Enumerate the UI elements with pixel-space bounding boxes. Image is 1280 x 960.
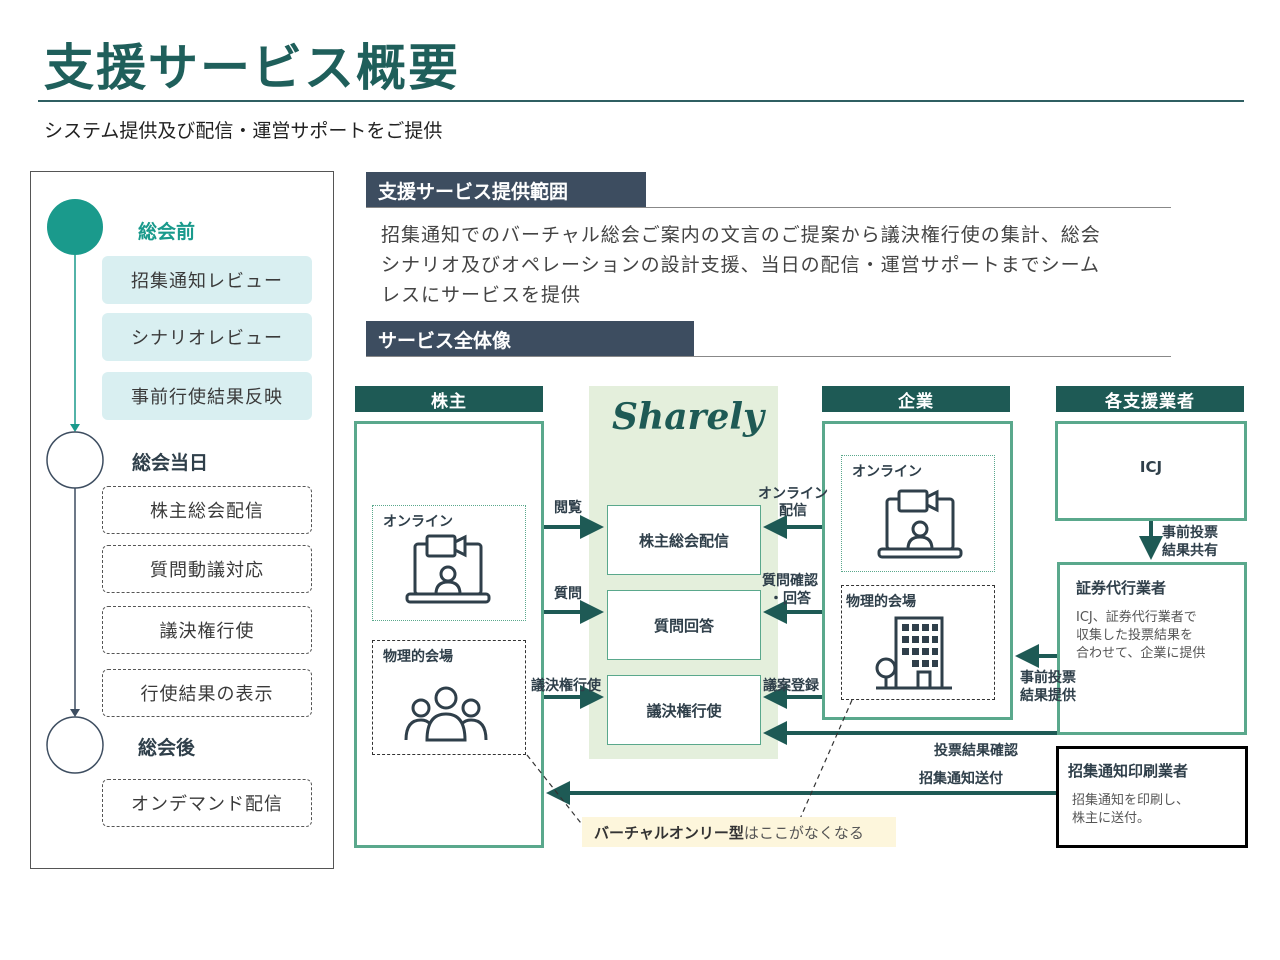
timeline-arrowhead-2 [70,709,80,717]
flow-label-online-stream-1: オンライン [758,486,828,502]
scope-description: 招集通知でのバーチャル総会ご案内の文言のご提案から議決権行使の集計、総会 シナリ… [381,220,1171,310]
company-laptop-video-icon [877,489,963,559]
company-online-label: オンライン [852,464,922,480]
platform-box-voting: 議決権行使 [607,675,761,745]
platform-box-qa: 質問回答 [607,590,761,660]
flow-label-vote: 議決権行使 [531,678,601,694]
company-venue-label: 物理的会場 [846,594,916,610]
people-group-icon [404,686,488,742]
step-on-demand: オンデマンド配信 [102,779,312,827]
phase-label-before: 総会前 [138,221,196,243]
flow-label-online-stream-2: 配信 [779,503,807,519]
flow-label-agent-provide-2: 結果提供 [1020,688,1076,704]
flow-label-vote-check: 投票結果確認 [934,743,1018,759]
icj-label: ICJ [1139,458,1163,476]
flow-label-qa-check: 質問確認 ・回答 [757,572,823,608]
phase-circle-day [46,431,104,489]
icj-box [1055,421,1247,521]
printer-desc: 招集通知を印刷し、 株主に送付。 [1072,792,1189,828]
scope-desc-line-3: レスにサービスを提供 [381,284,582,306]
overview-rule [366,356,1171,357]
step-notice-review: 招集通知レビュー [102,256,312,304]
title-divider [38,100,1244,102]
sharely-logo: Sharely [612,396,764,438]
overview-header: サービス全体像 [366,321,694,357]
printer-title: 招集通知印刷業者 [1068,762,1189,780]
virtual-only-note: バーチャルオンリー型はここがなくなる [582,817,896,847]
printer-desc-1: 招集通知を印刷し、 [1072,793,1190,808]
flow-label-question: 質問 [554,586,582,602]
transfer-agent-desc-2: 収集した投票結果を [1076,628,1194,643]
note-pointer-right [795,699,853,829]
platform-box-stream: 株主総会配信 [607,505,761,575]
flow-label-agent-provide: 事前投票 結果提供 [1020,669,1076,705]
flow-label-agenda: 議案登録 [763,678,819,694]
laptop-video-icon [405,534,491,604]
col-head-vendors: 各支援業者 [1056,386,1244,412]
shareholder-online-label: オンライン [383,514,453,530]
page-title: 支援サービス概要 [44,39,460,97]
note-pointer-left [526,754,589,833]
transfer-agent-desc-3: 合わせて、企業に提供 [1076,646,1206,661]
shareholder-online-box [372,505,526,621]
scope-desc-line-1: 招集通知でのバーチャル総会ご案内の文言のご提案から議決権行使の集計、総会 [381,224,1101,246]
col-head-shareholder: 株主 [355,386,543,412]
timeline-graphic [46,199,104,774]
col-head-company: 企業 [822,386,1010,412]
shareholder-venue-box [372,640,526,755]
flow-label-agent-provide-1: 事前投票 [1020,670,1076,686]
printer-desc-2: 株主に送付。 [1072,811,1151,826]
virtual-only-note-bold: バーチャルオンリー型 [594,823,744,842]
transfer-agent-desc: ICJ、証券代行業者で 収集した投票結果を 合わせて、企業に提供 [1076,609,1205,663]
phase-circle-before [47,199,103,255]
company-box [822,421,1013,720]
step-advance-vote-reflect: 事前行使結果反映 [102,372,312,420]
shareholder-venue-label: 物理的会場 [383,649,453,665]
step-voting: 議決権行使 [102,606,312,654]
flow-label-qa-check-2: ・回答 [769,591,811,607]
company-online-box [841,455,995,572]
flow-label-icj-share: 事前投票 結果共有 [1162,524,1218,560]
flow-label-icj-share-1: 事前投票 [1162,525,1218,541]
flow-label-view: 閲覧 [554,500,582,516]
flow-label-icj-share-2: 結果共有 [1162,543,1218,559]
transfer-agent-box [1057,562,1247,735]
step-question-motion: 質問動議対応 [102,545,312,593]
step-scenario-review: シナリオレビュー [102,313,312,361]
timeline-panel [30,171,334,869]
phase-circle-after [46,716,104,774]
shareholder-box [354,421,544,848]
phase-label-day: 総会当日 [132,452,209,474]
company-venue-box [841,585,995,700]
flow-label-notice-send: 招集通知送付 [919,771,1003,787]
office-building-icon [875,616,952,690]
scope-header: 支援サービス提供範囲 [366,172,646,208]
scope-rule [366,207,1171,208]
phase-label-after: 総会後 [138,737,196,759]
virtual-only-note-rest: はここがなくなる [743,823,864,842]
transfer-agent-desc-1: ICJ、証券代行業者で [1076,610,1197,625]
flow-label-online-stream: オンライン 配信 [755,486,831,520]
page-subtitle: システム提供及び配信・運営サポートをご提供 [44,120,443,142]
transfer-agent-title: 証券代行業者 [1076,579,1167,597]
timeline-arrowhead-1 [70,424,80,432]
step-meeting-stream: 株主総会配信 [102,486,312,534]
scope-desc-line-2: シナリオ及びオペレーションの設計支援、当日の配信・運営サポートまでシーム [381,254,1101,276]
printer-box [1056,746,1248,848]
flow-label-qa-check-1: 質問確認 [762,573,818,589]
step-result-display: 行使結果の表示 [102,669,312,717]
